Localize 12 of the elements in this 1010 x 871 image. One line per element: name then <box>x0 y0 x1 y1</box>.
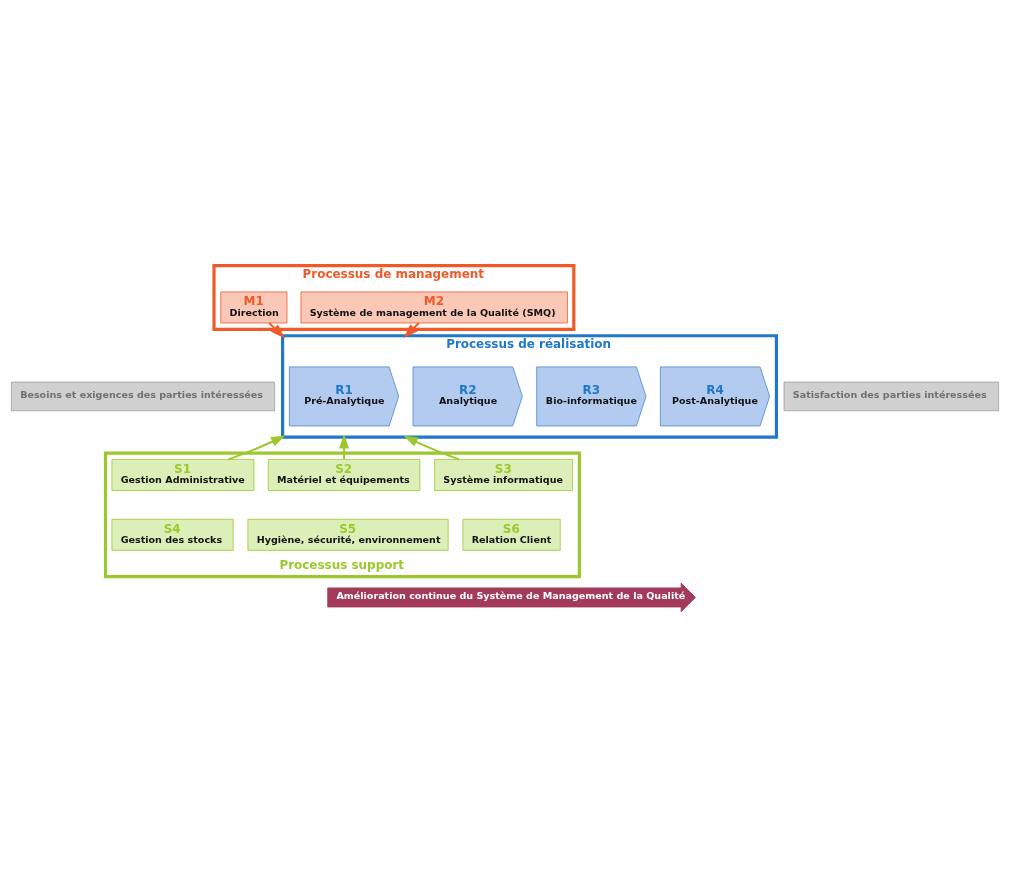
arrow <box>227 435 286 461</box>
arrow <box>403 435 460 461</box>
node-box: Besoins et exigences des parties intéressées <box>11 381 276 412</box>
node-box: S3 Système informatique <box>434 459 573 491</box>
node-box: S6 Relation Client <box>462 518 561 551</box>
node-box: S1 Gestion Administrative <box>111 459 255 491</box>
node-box: Satisfaction des parties intéressées <box>783 381 1000 412</box>
node-box: M1 Direction <box>220 291 288 324</box>
node-box: S4 Gestion des stocks <box>111 518 234 551</box>
node-box: M2 Système de management de la Qualité (SMQ) <box>300 291 568 324</box>
node-box: S5 Hygiène, sécurité, environnement <box>247 518 449 551</box>
node-box: S2 Matériel et équipements <box>267 459 421 491</box>
